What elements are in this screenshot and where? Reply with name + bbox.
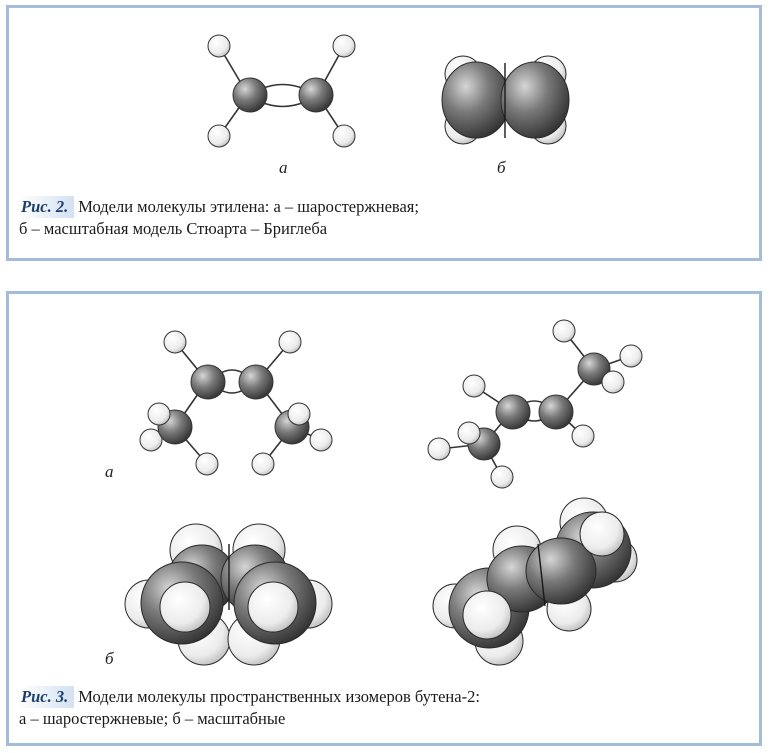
cis-butene-space-filling <box>124 523 333 666</box>
hydrogen-atom <box>207 34 231 58</box>
trans-butene-space-filling <box>432 497 638 666</box>
caption-line-2: б – масштабная модель Стюарта – Бриглеба <box>19 219 328 238</box>
figure-3-caption: Рис. 3.Модели молекулы пространственных … <box>19 686 480 730</box>
figure-3-box: а б Рис. 3.Модели молекулы пространствен… <box>6 291 762 746</box>
hydrogen-atom <box>332 34 356 58</box>
carbon-atom <box>232 77 268 113</box>
label-b: б <box>105 649 114 668</box>
ethylene-models <box>207 34 570 148</box>
figure-tag: Рис. 3. <box>19 686 75 708</box>
cis-butene-ball-and-stick <box>139 330 333 476</box>
ethylene-space-filling <box>441 55 570 145</box>
hydrogen-atom <box>332 124 356 148</box>
figure-tag: Рис. 2. <box>19 196 75 218</box>
figure-2-box: а б Рис. 2.Модели молекулы этилена: а – … <box>6 5 762 261</box>
label-b: б <box>497 158 506 177</box>
caption-line-1: Модели молекулы пространственных изомеро… <box>78 687 480 706</box>
caption-line-2: а – шаростержневые; б – масштабные <box>19 709 286 728</box>
label-a: а <box>105 462 114 481</box>
trans-butene-ball-and-stick <box>427 319 643 489</box>
caption-line-1: Модели молекулы этилена: а – шаростержне… <box>78 197 419 216</box>
hydrogen-atom <box>207 124 231 148</box>
carbon-atom <box>298 77 334 113</box>
figure-2-caption: Рис. 2.Модели молекулы этилена: а – шаро… <box>19 196 419 240</box>
butene-2-models <box>124 319 643 666</box>
label-a: а <box>279 158 288 177</box>
